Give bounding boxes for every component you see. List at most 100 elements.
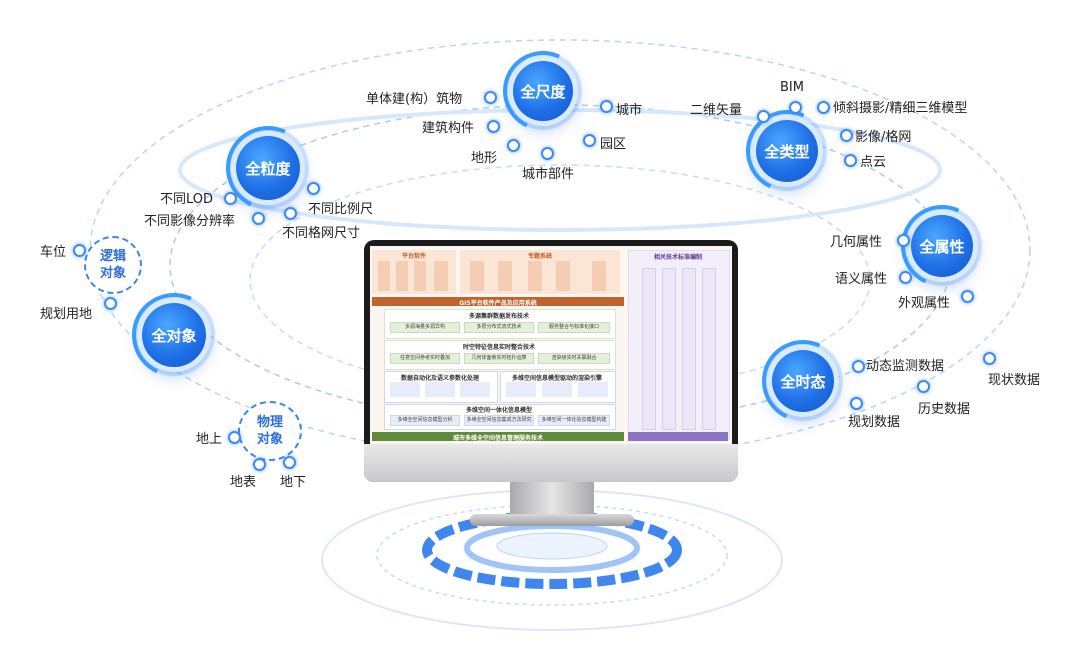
label-dot — [840, 129, 853, 142]
module-box — [592, 261, 606, 291]
label-dot — [789, 101, 802, 114]
label-dot — [307, 182, 320, 195]
standard-column — [702, 268, 716, 430]
label-dot — [253, 458, 266, 471]
label-dot — [961, 290, 974, 303]
label-dot — [917, 380, 930, 393]
hub-type-label: 全类型 — [764, 142, 810, 161]
label-dot — [897, 234, 910, 247]
label-above-ground: 地上 — [196, 432, 223, 447]
label-scale-ratio: 不同比例尺 — [308, 202, 374, 217]
module-box — [414, 261, 426, 291]
hub-scale-label: 全尺度 — [520, 82, 566, 101]
standards-title: 相关技术标准编制 — [653, 254, 702, 261]
tech-tag: 渲染级实时关联融合 — [538, 353, 610, 364]
hub-object[interactable]: 全对象 — [142, 303, 206, 367]
mini-box — [578, 382, 608, 397]
module-box — [434, 261, 448, 291]
label-geometric-attr: 几何属性 — [830, 235, 883, 250]
label-city: 城市 — [616, 103, 643, 118]
module-box — [498, 261, 512, 291]
label-planning-data: 规划数据 — [848, 415, 901, 430]
label-dot — [487, 120, 500, 133]
label-underground: 地下 — [280, 475, 307, 490]
platform-software-title: 平台软件 — [401, 253, 426, 260]
label-dot — [541, 147, 554, 160]
section-realtime-integration-title: 时空特征信息实时整合技术 — [462, 344, 535, 351]
label-park: 园区 — [600, 137, 627, 152]
hub-object-label: 全对象 — [151, 326, 197, 345]
label-current-data: 现状数据 — [988, 373, 1041, 388]
label-dot — [104, 297, 117, 310]
standard-column — [682, 268, 696, 430]
label-dot — [600, 100, 613, 113]
label-appearance-attr: 外观属性 — [898, 296, 951, 311]
module-box — [528, 261, 542, 291]
special-system-title: 专题系统 — [527, 253, 552, 260]
label-dot — [852, 360, 865, 373]
label-dynamic-monitoring: 动态监测数据 — [866, 359, 945, 374]
hub-logic-object-line1: 逻辑 — [99, 249, 126, 264]
label-lod: 不同LOD — [160, 192, 214, 207]
label-dot — [283, 456, 296, 469]
tech-tag: 服务整合与标准化接口 — [538, 322, 610, 333]
gis-bar-label: GIS平台软件产品及应用系统 — [459, 300, 537, 307]
label-building-component: 建筑构件 — [422, 121, 475, 136]
monitor-chin — [364, 444, 738, 482]
label-dot — [844, 154, 857, 167]
hub-granularity[interactable]: 全粒度 — [236, 136, 300, 200]
label-parking: 车位 — [40, 245, 67, 260]
section-data-publish-title: 多源集群数据发布技术 — [468, 313, 529, 320]
label-dot — [252, 212, 265, 225]
tech-tag: 多层分布式流式技术 — [464, 322, 534, 333]
tech-tag: 任意空间参考实时叠加 — [390, 353, 460, 364]
label-dot — [484, 91, 497, 104]
bottom-bar-label: 城市多维全空间信息管理服务技术 — [452, 435, 543, 442]
hub-scale[interactable]: 全尺度 — [513, 61, 573, 121]
hub-physical-object-line2: 对象 — [256, 432, 283, 447]
standard-column — [662, 268, 676, 430]
label-imagery-grid: 影像/格网 — [855, 130, 912, 145]
hub-physical-object[interactable]: 物理 对象 — [238, 401, 302, 461]
hub-logic-object[interactable]: 逻辑 对象 — [84, 236, 142, 294]
bottom-bar — [372, 432, 624, 441]
hub-granularity-label: 全粒度 — [245, 159, 291, 178]
mini-box — [506, 382, 536, 397]
label-dot — [983, 352, 996, 365]
hub-physical-object-line1: 物理 — [256, 415, 283, 430]
module-box — [556, 261, 570, 291]
mini-box — [542, 382, 572, 397]
label-dot — [757, 110, 770, 123]
label-dot — [507, 139, 520, 152]
module-box — [396, 261, 408, 291]
label-city-component: 城市部件 — [522, 167, 575, 182]
label-surface: 地表 — [230, 475, 257, 490]
hub-logic-object-line2: 对象 — [99, 266, 126, 281]
monitor-screen: 平台软件 专题系统 相关技术标准编制 GIS平台软件产品及应用系统 多源集群数据… — [370, 246, 732, 444]
hub-attribute[interactable]: 全属性 — [911, 215, 973, 277]
standards-bottom-bar — [628, 432, 728, 441]
label-planning-land: 规划用地 — [40, 307, 93, 322]
tech-tag: 多维全空间信息集成方法研究 — [464, 415, 534, 426]
label-image-resolution: 不同影像分辨率 — [144, 214, 236, 229]
hub-time-label: 全时态 — [780, 372, 826, 391]
module-box — [378, 261, 390, 291]
mini-box — [390, 382, 420, 397]
standard-column — [642, 268, 656, 430]
label-dot — [284, 207, 297, 220]
hub-time[interactable]: 全时态 — [772, 350, 834, 412]
section-info-model-title: 多维空间一体化信息模型 — [465, 407, 532, 414]
monitor-stand-base — [470, 514, 634, 526]
tech-tag: 多维全空间信息模型分析 — [390, 415, 460, 426]
mini-box — [425, 382, 455, 397]
label-dot — [817, 101, 830, 114]
hub-type[interactable]: 全类型 — [756, 120, 818, 182]
section-auto-processing-title: 数据自动化及语义参数化处理 — [400, 375, 479, 382]
label-semantic-attr: 语义属性 — [835, 272, 888, 287]
label-grid-size: 不同格网尺寸 — [282, 226, 361, 241]
orbit-inner — [249, 164, 871, 396]
mini-box — [460, 382, 490, 397]
gis-bar — [372, 297, 624, 306]
label-dot — [224, 192, 237, 205]
